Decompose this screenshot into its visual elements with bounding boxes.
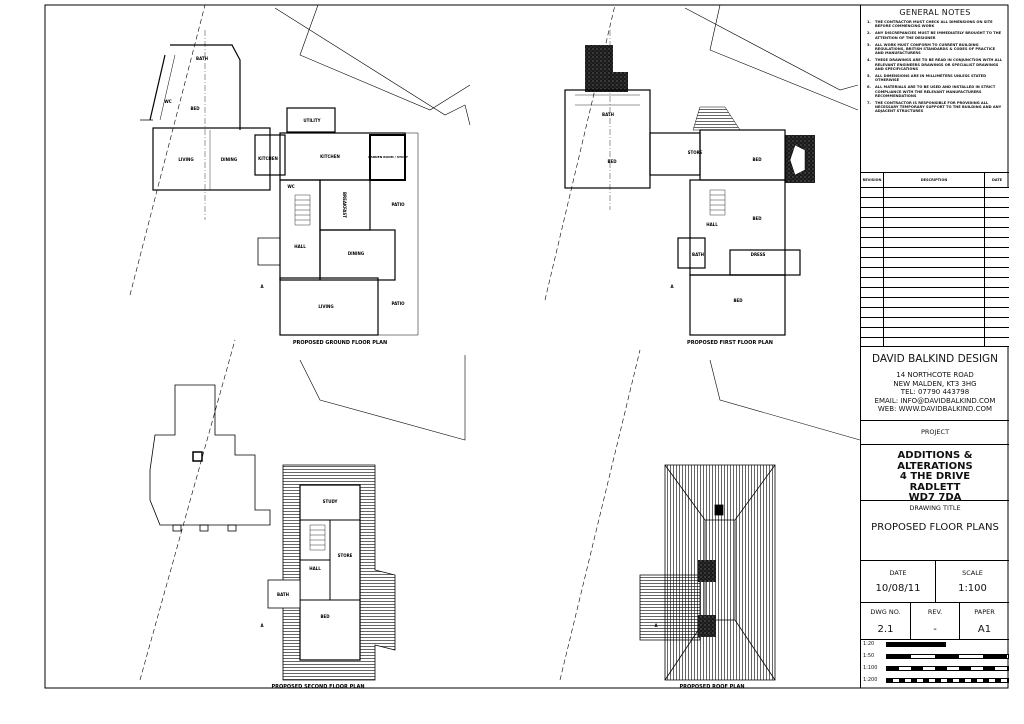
room-label: WC [164, 99, 171, 104]
room-label: HALL [294, 244, 306, 249]
scale-bar [886, 678, 1009, 683]
room-label: BED [752, 216, 762, 221]
room-label: DINING [348, 251, 364, 256]
company-name: DAVID BALKIND DESIGN [871, 353, 999, 365]
project-block: PROJECT ADDITIONS & ALTERATIONS 4 THE DR… [861, 420, 1009, 503]
paper-label: PAPER [974, 608, 995, 616]
date-scale-block: DATE 10/08/11 SCALE 1:100 [861, 560, 1009, 603]
room-label: LIVING [318, 304, 333, 309]
company-address: 14 NORTHCOTE ROAD [896, 371, 974, 379]
room-label: UTILITY [303, 118, 320, 123]
scale-bar-label: 1:200 [863, 677, 878, 683]
plan-title: PROPOSED GROUND FLOOR PLAN [293, 340, 387, 346]
title-block: GENERAL NOTES 1.THE CONTRACTOR MUST CHEC… [860, 5, 1009, 688]
room-label: BATH [277, 592, 289, 597]
paper-value: A1 [977, 624, 992, 635]
scale-bar [886, 666, 1009, 671]
drawing-title: PROPOSED FLOOR PLANS [871, 522, 999, 533]
date-header: DATE [991, 178, 1003, 182]
scale-label: SCALE [962, 569, 983, 577]
company-email[interactable]: EMAIL: INFO@DAVIDBALKIND.COM [874, 396, 996, 405]
dwg-value: 2.1 [877, 624, 894, 635]
company-tel: TEL: 07790 443798 [900, 388, 970, 396]
project-label: PROJECT [920, 428, 950, 436]
room-label: BATH [196, 56, 208, 61]
room-label: BATH [692, 252, 704, 257]
section-marker: A [670, 284, 674, 289]
scale-bar-label: 1:50 [863, 653, 875, 659]
notes-title: GENERAL NOTES [899, 8, 971, 17]
date-label: DATE [889, 569, 907, 577]
note: 6.ALL MATERIALS ARE TO BE USED AND INSTA… [867, 85, 996, 98]
company-block: DAVID BALKIND DESIGN 14 NORTHCOTE ROAD N… [861, 345, 1009, 421]
drawing-title-block: DRAWING TITLE PROPOSED FLOOR PLANS [861, 500, 1009, 561]
scale-bar-label: 1:20 [863, 641, 875, 647]
dwg-block: DWG NO. 2.1 REV. - PAPER A1 [861, 602, 1009, 640]
ground-floor-plan [140, 30, 419, 336]
revision-table: REVISION DESCRIPTION DATE [861, 172, 1009, 347]
room-label: BREAKFAST [342, 192, 347, 218]
scale-bar [886, 654, 1009, 659]
note: 5.ALL DIMENSIONS ARE IN MILLIMETERS UNLE… [867, 74, 987, 83]
date-value: 10/08/11 [875, 583, 921, 594]
note: 4.THESE DRAWINGS ARE TO BE READ IN CONJU… [867, 58, 1003, 71]
room-label: BED [190, 106, 200, 111]
revision-header: REVISION [861, 173, 884, 187]
first-floor-plan [564, 30, 815, 336]
description-header: DESCRIPTION [884, 173, 985, 187]
room-label: DINING [221, 157, 237, 162]
roof-plan [639, 464, 776, 681]
room-label: DRESS [751, 252, 766, 257]
room-label: LIVING [178, 157, 193, 162]
room-label: BED [607, 159, 617, 164]
note: 2.ANY DISCREPANCIES MUST BE IMMEDIATELY … [867, 31, 1002, 40]
plan-title: PROPOSED FIRST FLOOR PLAN [687, 340, 773, 346]
company-address: NEW MALDEN, KT3 3HG [893, 379, 977, 388]
room-label: HALL [706, 222, 718, 227]
room-label: KITCHEN [320, 154, 340, 159]
rev-label: REV. [927, 608, 943, 616]
scale-bar-label: 1:100 [863, 665, 878, 671]
project-line: ADDITIONS & ALTERATIONS [897, 450, 973, 472]
section-marker: A [260, 284, 264, 289]
project-line: WD7 7DA [908, 492, 962, 503]
room-label: KITCHEN [258, 156, 278, 161]
dwg-label: DWG NO. [870, 608, 901, 616]
section-marker: A [654, 623, 658, 628]
room-label: STUDY [323, 499, 338, 504]
room-label: HALL [309, 566, 321, 571]
note: 3.ALL WORK MUST CONFORM TO CURRENT BUILD… [867, 42, 996, 56]
plan-title: PROPOSED ROOF PLAN [680, 684, 745, 690]
dark-roof-area [585, 45, 613, 92]
room-label: WC [287, 184, 294, 189]
room-label: BED [752, 157, 762, 162]
second-floor-plan [149, 384, 396, 681]
room-label: STORE [338, 553, 353, 558]
room-label: BATH [602, 112, 614, 117]
scale-bars: 1:20 1:50 1:100 1:200 [861, 640, 1009, 688]
room-label: GARDEN ROOM / STUDY [368, 155, 409, 159]
company-web[interactable]: WEB: WWW.DAVIDBALKIND.COM [877, 405, 993, 413]
room-label: PATIO [392, 301, 406, 306]
room-label: BED [733, 298, 743, 303]
project-line: RADLETT [909, 481, 961, 493]
scale-bar [886, 642, 946, 647]
rev-value: - [933, 624, 937, 635]
scale-value: 1:100 [958, 583, 987, 594]
note: 1.THE CONTRACTOR MUST CHECK ALL DIMENSIO… [867, 20, 993, 29]
section-marker: A [260, 623, 264, 628]
note: 7.THE CONTRACTOR IS RESPONSIBLE FOR PROV… [867, 101, 1002, 114]
general-notes: 1.THE CONTRACTOR MUST CHECK ALL DIMENSIO… [861, 20, 1009, 114]
room-label: STORE [688, 150, 703, 155]
plan-title: PROPOSED SECOND FLOOR PLAN [271, 684, 364, 690]
drawing-title-label: DRAWING TITLE [909, 504, 961, 512]
room-label: PATIO [392, 202, 406, 207]
project-line: 4 THE DRIVE [899, 471, 971, 482]
room-label: BED [320, 614, 330, 619]
